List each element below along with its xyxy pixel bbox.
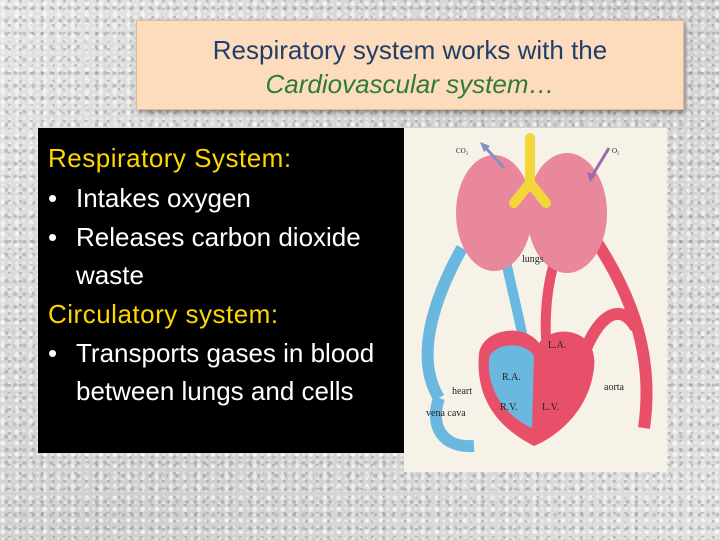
lv-label: L.V.: [542, 402, 559, 413]
co2-arrow-head: [480, 142, 490, 152]
slide-title-box: Respiratory system works with the Cardio…: [136, 20, 684, 110]
vena-cava-vessel: [429, 396, 475, 453]
heart-label: heart: [452, 386, 472, 397]
right-heart-chambers: [488, 345, 534, 428]
bullet-marker: •: [48, 222, 58, 252]
aorta-label: aorta: [604, 382, 625, 393]
rv-label: R.V.: [500, 402, 518, 413]
bullet-text: Transports gases in blood between lungs …: [76, 338, 375, 406]
bullet-marker: •: [48, 183, 58, 213]
bullet-text: Releases carbon dioxide waste: [76, 222, 361, 290]
slide-title-line2: Cardiovascular system…: [265, 69, 555, 99]
bullet-text: Intakes oxygen: [76, 183, 251, 213]
slide-title-line1: Respiratory system works with the: [212, 35, 608, 65]
vein-left: [421, 245, 468, 402]
ra-label: R.A.: [502, 372, 521, 383]
bullet-item: • Transports gases in blood between lungs…: [48, 334, 404, 410]
o2-label: O₂: [612, 147, 620, 155]
artery-right: [589, 234, 653, 429]
bullet-item: • Intakes oxygen: [48, 178, 404, 218]
circulation-illustration: CO₂ O₂ lungs L.A. R.A. R.V. L.V. heart a…: [421, 133, 653, 453]
o2-arrow: [590, 147, 611, 177]
content-panel: Respiratory System: • Intakes oxygen • Rel…: [38, 128, 404, 453]
bullet-marker: •: [48, 338, 58, 368]
la-label: L.A.: [548, 340, 566, 351]
respiratory-heading: Respiratory System:: [48, 143, 292, 173]
co2-label: CO₂: [456, 147, 469, 155]
vena-cava-label: vena cava: [426, 408, 466, 419]
right-lung: [527, 153, 607, 273]
o2-arrow-head: [587, 172, 596, 182]
heart-lung-diagram: CO₂ O₂ lungs L.A. R.A. R.V. L.V. heart a…: [404, 128, 667, 472]
lungs-label: lungs: [522, 254, 544, 265]
circulatory-heading: Circulatory system:: [48, 299, 279, 329]
bullet-item: • Releases carbon dioxide waste: [48, 218, 404, 294]
left-lung: [456, 155, 532, 271]
trachea: [509, 133, 551, 208]
